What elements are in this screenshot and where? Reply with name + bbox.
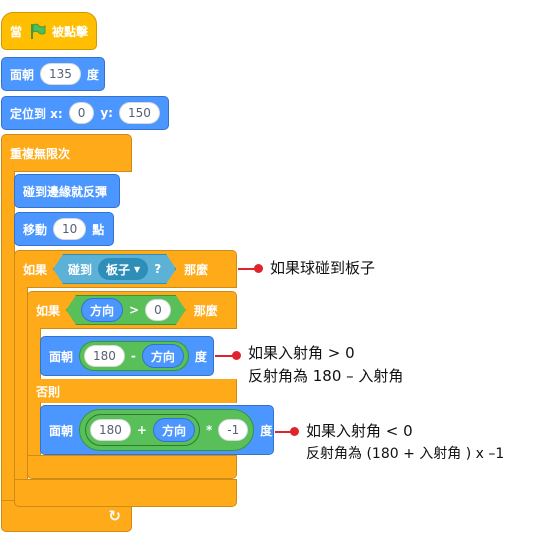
if-touching-block-top[interactable]: 如果 碰到 板子 ▼ ? 那麼 <box>14 250 237 288</box>
object-dropdown[interactable]: 板子 ▼ <box>98 258 148 280</box>
else-degree-label: 度 <box>260 423 273 438</box>
annotation-dot-1 <box>254 264 263 273</box>
loop-arrow-icon: ↻ <box>108 507 121 525</box>
annotation-note-2-line1: 如果入射角 > 0 <box>248 344 355 362</box>
steps-input[interactable]: 10 <box>53 218 87 240</box>
if-else-block-bottom[interactable] <box>27 455 237 479</box>
annotation-note-3-line1: 如果入射角 < 0 <box>306 422 413 440</box>
point-expression-block[interactable]: 面朝 180 + 方向 * -1 度 <box>40 405 274 455</box>
multiply-right-input[interactable]: -1 <box>218 419 249 441</box>
when-label: 當 <box>10 24 23 39</box>
compare-value-input[interactable]: 0 <box>145 299 171 321</box>
subtract-left-input[interactable]: 180 <box>84 345 125 367</box>
move-steps-block[interactable]: 移動 10 點 <box>14 212 114 246</box>
annotation-note-3-line2: 反射角為 (180 + 入射角 ) x –1 <box>306 446 505 462</box>
minus-label: - <box>130 349 136 363</box>
if-label: 如果 <box>23 262 48 277</box>
touching-object-block[interactable]: 碰到 板子 ▼ ? <box>53 254 176 284</box>
annotation-note-1: 如果球碰到板子 <box>270 259 376 277</box>
point-label: 面朝 <box>10 67 35 82</box>
greater-than-block[interactable]: 方向 > 0 <box>66 295 186 325</box>
steps-label: 點 <box>92 222 105 237</box>
touching-label: 碰到 <box>68 262 93 277</box>
if-touching-block-bottom[interactable] <box>14 479 237 507</box>
direction-input[interactable]: 135 <box>40 63 81 85</box>
forever-block-arm <box>1 171 15 501</box>
green-flag-icon <box>28 22 46 40</box>
annotation-line-1 <box>238 268 260 270</box>
go-to-xy-block[interactable]: 定位到 x: 0 y: 150 <box>1 96 169 130</box>
go-to-x-label: 定位到 x: <box>10 106 63 121</box>
else-point-label: 面朝 <box>49 423 74 438</box>
inner-then-label: 那麼 <box>193 303 218 318</box>
if-touching-block-arm <box>14 287 28 480</box>
if-else-block-top[interactable]: 如果 方向 > 0 那麼 <box>27 291 237 329</box>
then-label: 那麼 <box>184 262 209 277</box>
if-else-block-arm-top <box>27 328 41 380</box>
annotation-dot-3 <box>290 427 299 436</box>
chevron-down-icon: ▼ <box>134 264 141 274</box>
annotation-dot-2 <box>232 351 241 360</box>
x-input[interactable]: 0 <box>68 102 95 124</box>
add-left-input[interactable]: 180 <box>90 419 131 441</box>
annotation-note-2-line2: 反射角為 180 – 入射角 <box>248 367 404 385</box>
if-else-block-arm-bottom <box>27 402 41 456</box>
inner-if-label: 如果 <box>36 303 61 318</box>
bounce-on-edge-block[interactable]: 碰到邊緣就反彈 <box>14 174 120 208</box>
y-label: y: <box>100 106 113 120</box>
forever-block-top[interactable]: 重複無限次 <box>1 134 132 172</box>
greater-than-label: > <box>129 303 140 317</box>
direction-reporter-else[interactable]: 方向 <box>152 418 195 442</box>
plus-label: + <box>136 423 147 437</box>
point-180-minus-direction-block[interactable]: 面朝 180 - 方向 度 <box>40 336 214 376</box>
forever-label: 重複無限次 <box>10 146 71 161</box>
y-input[interactable]: 150 <box>118 102 160 124</box>
else-block[interactable]: 否則 <box>27 379 237 403</box>
annotation-line-3 <box>275 431 297 433</box>
clicked-label: 被點擊 <box>52 24 89 39</box>
bounce-label: 碰到邊緣就反彈 <box>23 184 108 199</box>
then-degree-label: 度 <box>194 349 207 364</box>
multiply-label: * <box>206 423 213 437</box>
subtract-block[interactable]: 180 - 方向 <box>79 341 189 371</box>
annotation-line-2 <box>215 355 237 357</box>
direction-reporter-then[interactable]: 方向 <box>141 344 184 368</box>
move-label: 移動 <box>23 222 48 237</box>
direction-reporter[interactable]: 方向 <box>81 298 123 322</box>
when-flag-clicked-block[interactable]: 當 被點擊 <box>1 12 97 50</box>
degree-label: 度 <box>86 67 99 82</box>
add-block[interactable]: 180 + 方向 <box>85 414 200 446</box>
multiply-block[interactable]: 180 + 方向 * -1 <box>79 409 255 451</box>
question-label: ? <box>154 262 162 276</box>
object-dropdown-value: 板子 <box>106 262 131 277</box>
then-point-label: 面朝 <box>49 349 74 364</box>
point-in-direction-block[interactable]: 面朝 135 度 <box>1 57 105 91</box>
else-label: 否則 <box>36 384 61 399</box>
